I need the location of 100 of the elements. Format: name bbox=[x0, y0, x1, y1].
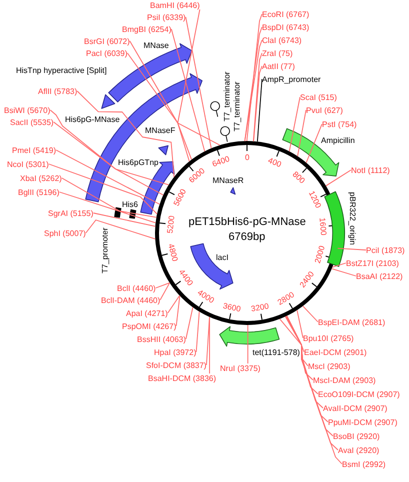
restriction-site-label: BclI-DAM (4460) bbox=[101, 296, 160, 304]
position-label: 400 bbox=[266, 156, 283, 169]
restriction-site-label: PmeI (5419) bbox=[12, 146, 56, 154]
feature-label: pBR322_origin bbox=[347, 192, 356, 244]
restriction-site-label: AflII (5783) bbox=[38, 86, 78, 96]
restriction-site-label: BssHII (4063) bbox=[137, 334, 186, 344]
restriction-site-label: ScaI (515) bbox=[300, 92, 337, 102]
leader-line bbox=[53, 122, 164, 196]
restriction-site-label: PspOMI (4267) bbox=[122, 322, 176, 330]
restriction-site-label: AvaI (2920) bbox=[338, 446, 380, 454]
leader-line bbox=[85, 220, 156, 240]
feature-label: MNase bbox=[144, 40, 169, 50]
restriction-site-label: SphI (5007) bbox=[44, 228, 86, 238]
restriction-site-label: MscI (2903) bbox=[308, 362, 350, 370]
leader-line bbox=[247, 324, 248, 364]
leader-line bbox=[58, 192, 156, 224]
restriction-site-label: BclI (4460) bbox=[117, 284, 156, 292]
leader-line bbox=[326, 170, 352, 186]
position-label: 2000 bbox=[312, 244, 327, 264]
restriction-site-label: BsaAI (2122) bbox=[356, 272, 403, 280]
restriction-site-label: BsoBI (2920) bbox=[333, 432, 380, 440]
restriction-site-label: SfoI-DCM (3837) bbox=[146, 360, 206, 370]
restriction-site-label: SacII (5535) bbox=[10, 118, 54, 126]
restriction-site-label: PvuI (627) bbox=[306, 106, 343, 114]
position-label: 0 bbox=[245, 152, 250, 162]
leader-line bbox=[288, 96, 300, 152]
restriction-site-label: NcoI (5301) bbox=[7, 160, 49, 168]
restriction-site-label: Bpu10I (2765) bbox=[303, 334, 354, 342]
restriction-site-label: MscI-DAM (2903) bbox=[313, 376, 376, 384]
leader-line bbox=[126, 52, 190, 162]
feature-label: His6pG-MNase bbox=[65, 114, 120, 124]
restriction-site-label: PpuMI-DCM (2907) bbox=[328, 418, 398, 426]
leader-line bbox=[177, 9, 220, 146]
leader-line bbox=[252, 52, 262, 142]
leader-line bbox=[167, 295, 180, 314]
leader-line bbox=[92, 212, 156, 227]
leader-line bbox=[286, 315, 304, 352]
leader-line bbox=[285, 316, 338, 450]
position-label: 1200 bbox=[307, 190, 324, 210]
restriction-site-label: BamHI (6446) bbox=[150, 0, 200, 10]
position-label: 3600 bbox=[222, 301, 242, 314]
leader-line bbox=[209, 316, 210, 374]
feature-label: HisTnp hyperactive [Split] bbox=[16, 66, 107, 74]
leader-line bbox=[253, 66, 262, 142]
leader-line bbox=[331, 268, 356, 276]
leader-line bbox=[170, 28, 206, 152]
plasmid-size: 6769bp bbox=[228, 231, 266, 244]
restriction-site-label: PsiI (6339) bbox=[147, 12, 186, 22]
leader-line bbox=[286, 316, 328, 422]
feature-label: lacI bbox=[216, 252, 228, 262]
restriction-site-label: EcoO109I-DCM (2907) bbox=[318, 390, 400, 398]
leader-line bbox=[332, 262, 346, 268]
restriction-site-label: BmgBI (6254) bbox=[122, 24, 172, 34]
leader-line bbox=[279, 318, 342, 464]
restriction-site-label: AatII (77) bbox=[262, 62, 295, 70]
restriction-site-label: PacI (6039) bbox=[86, 48, 128, 58]
leader-line bbox=[286, 316, 314, 380]
restriction-site-label: BsaHI-DCM (3836) bbox=[148, 374, 216, 382]
feature-label: Ampicillin bbox=[321, 136, 355, 144]
position-label: 1600 bbox=[317, 217, 328, 236]
leader-line bbox=[61, 178, 157, 218]
feature-label: T7_promoter bbox=[100, 227, 110, 273]
leader-line bbox=[306, 124, 322, 164]
restriction-site-label: SgrAI (5155) bbox=[48, 208, 94, 218]
leader-line bbox=[185, 16, 212, 149]
restriction-site-label: ZraI (75) bbox=[262, 48, 293, 58]
position-label: 5200 bbox=[166, 214, 177, 234]
position-label: 4800 bbox=[166, 242, 180, 262]
position-label: 5600 bbox=[172, 188, 188, 208]
restriction-site-label: XbaI (5262) bbox=[20, 174, 62, 182]
restriction-site-label: BsiWI (5670) bbox=[4, 106, 50, 114]
restriction-site-label: ClaI (6743) bbox=[262, 36, 302, 44]
feature-label: MNaseR bbox=[212, 176, 244, 184]
restriction-site-label: EaeI-DCM (2901) bbox=[304, 348, 367, 356]
feature-label: tet(1191-578) bbox=[252, 348, 300, 356]
restriction-site-label: BsrGI (6072) bbox=[84, 36, 130, 46]
leader-line bbox=[160, 282, 170, 300]
leader-line bbox=[56, 150, 160, 205]
leader-line bbox=[302, 306, 318, 322]
leader-line bbox=[50, 110, 170, 186]
feature-label: His6pGTnp bbox=[118, 158, 158, 166]
restriction-site-label: ApaI (4271) bbox=[126, 308, 168, 318]
restriction-site-label: BspEI-DAM (2681) bbox=[318, 318, 386, 326]
feature-label: AmpR_promoter bbox=[262, 74, 321, 84]
leader-line bbox=[76, 90, 175, 178]
position-label: 4000 bbox=[196, 288, 216, 306]
feature-label: MNaseF bbox=[145, 126, 176, 134]
position-label: 800 bbox=[290, 169, 307, 185]
leader-line bbox=[196, 311, 200, 352]
leader-line bbox=[185, 306, 194, 340]
leader-line bbox=[246, 14, 262, 142]
restriction-site-label: EcoRI (6767) bbox=[262, 10, 310, 18]
leader-line bbox=[155, 282, 170, 288]
leader-line bbox=[337, 248, 366, 250]
leader-line bbox=[206, 316, 210, 366]
restriction-site-label: BglII (5196) bbox=[18, 188, 60, 196]
feature-label: T7_terminator bbox=[222, 72, 232, 122]
restriction-site-label: BstZ17I (2103) bbox=[346, 258, 399, 268]
restriction-site-label: PciI (1873) bbox=[366, 246, 405, 254]
plasmid-name: pET15bHis6-pG-MNase bbox=[188, 216, 306, 229]
